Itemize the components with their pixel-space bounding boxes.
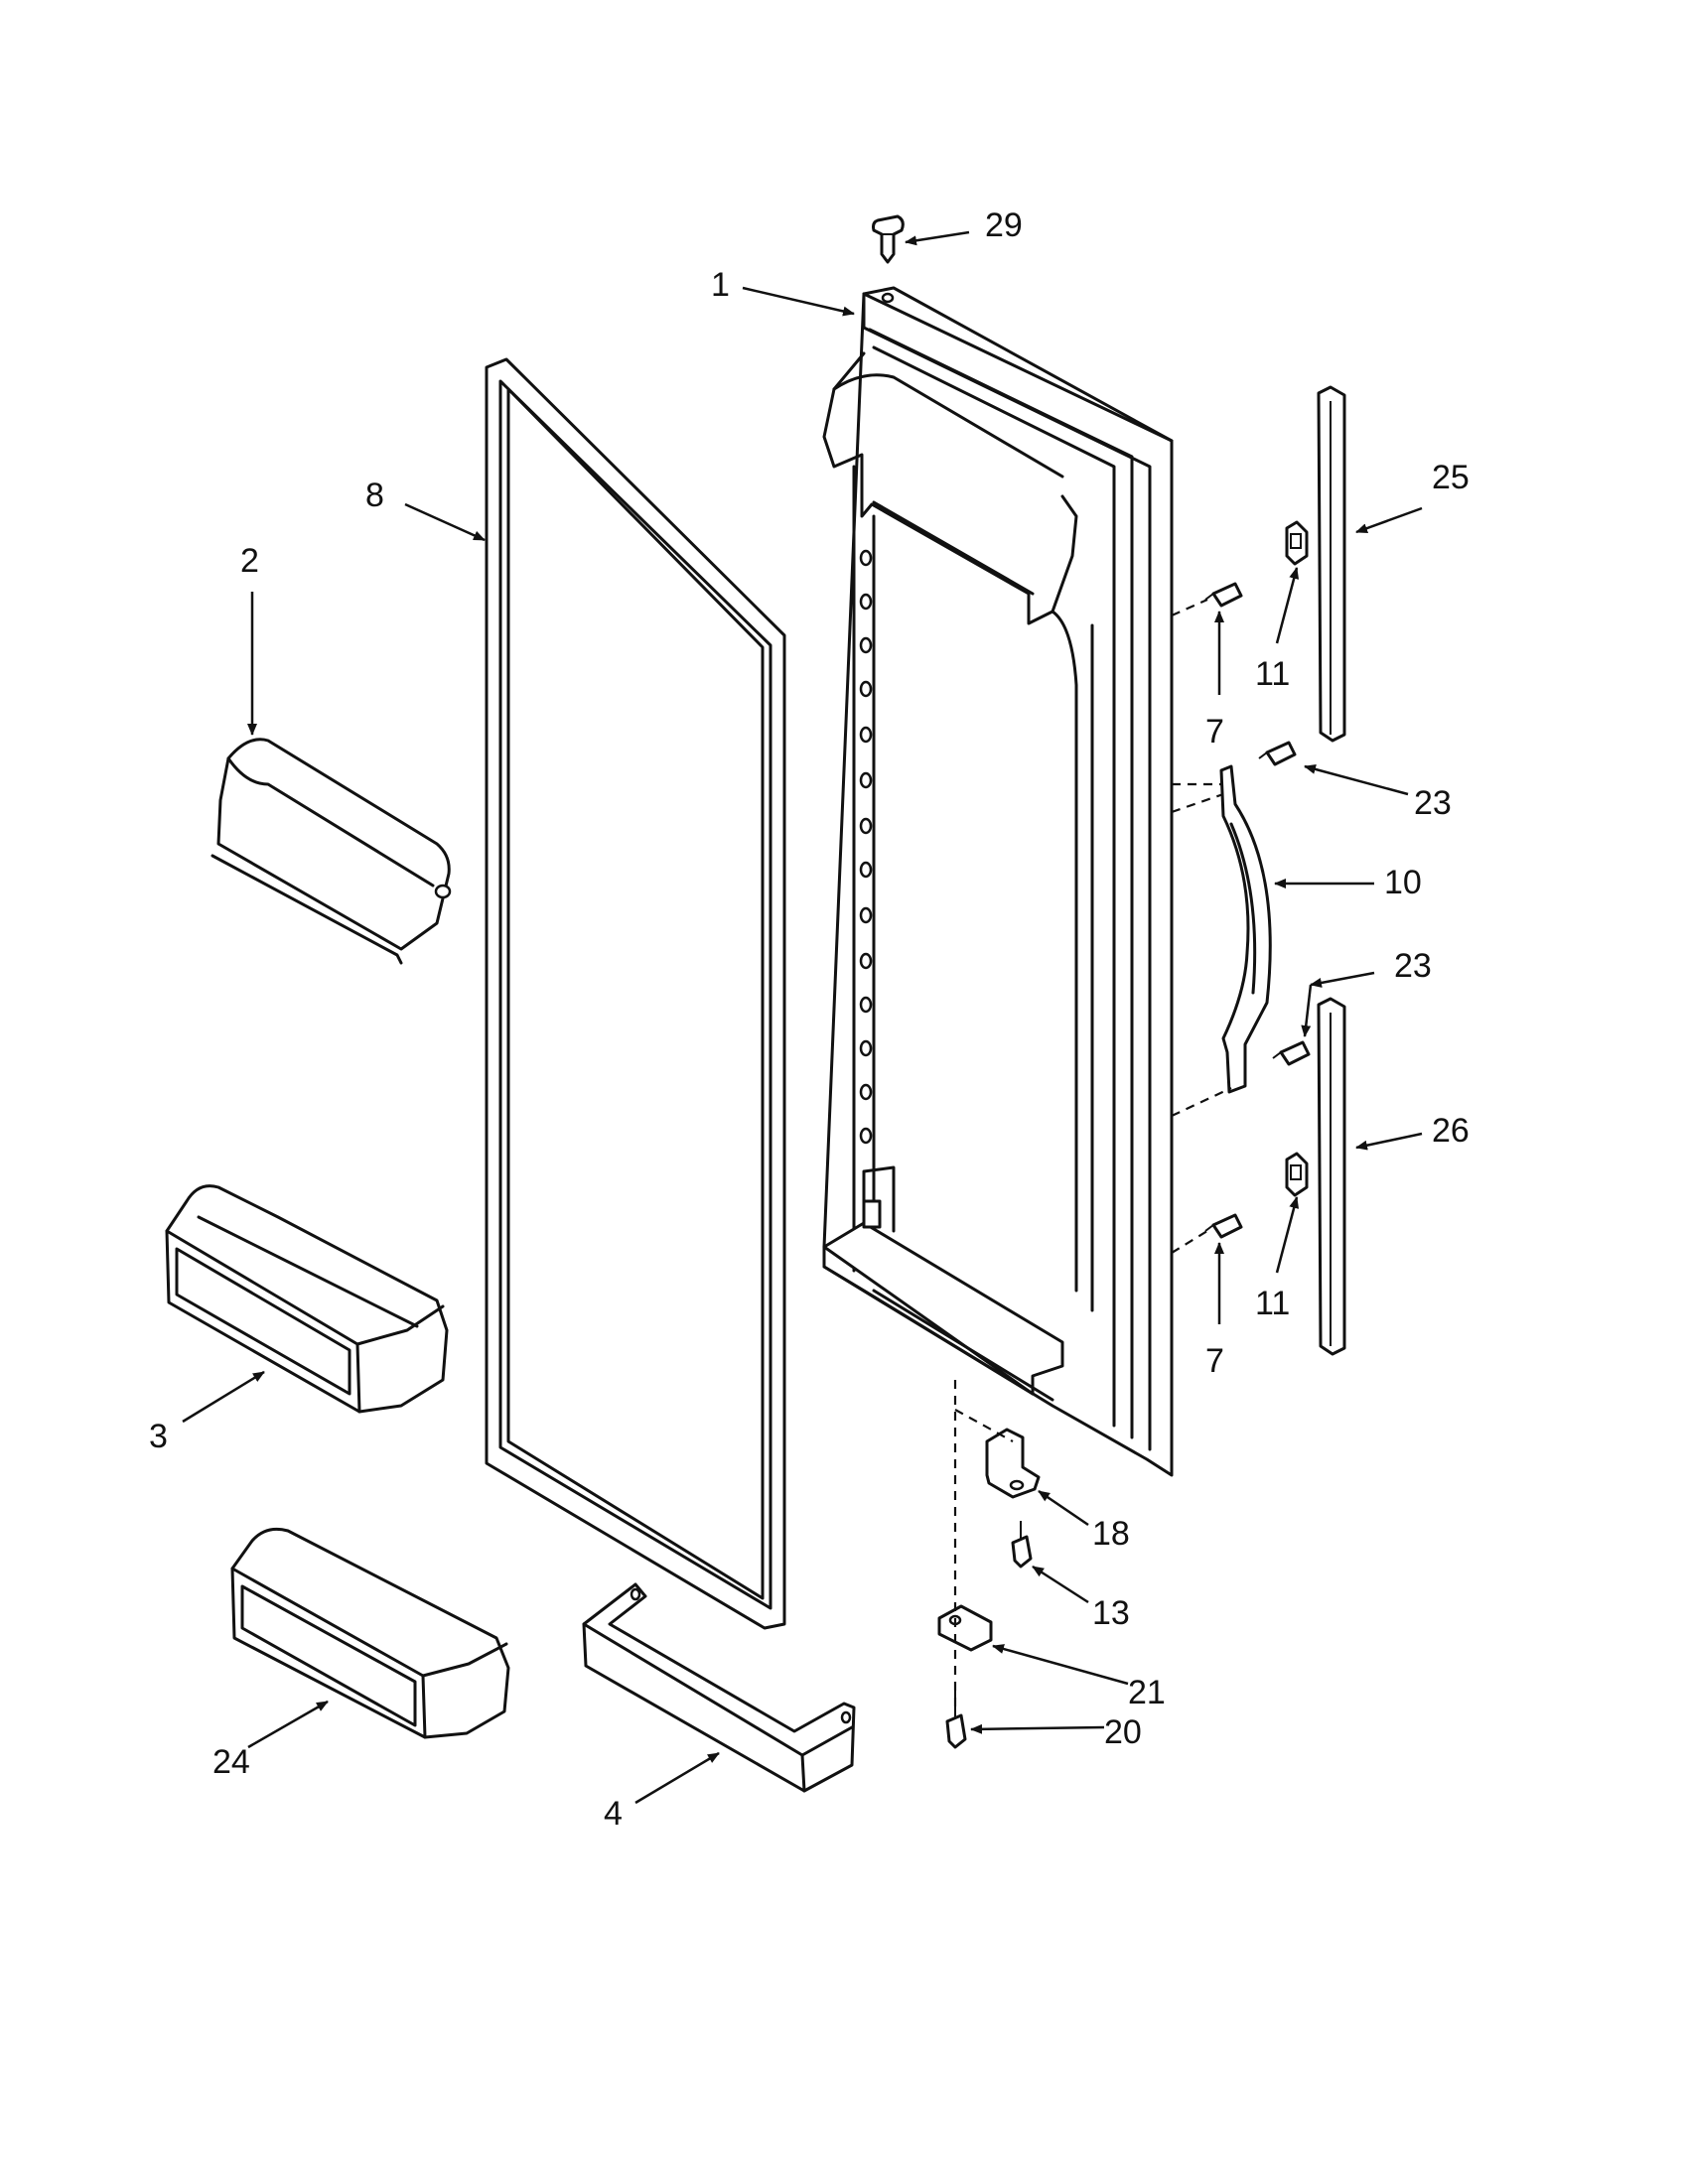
callout-labels: 29 1 8 2 25 11 7 23 10 23 26 11 7 3 18 1… xyxy=(149,206,1470,1833)
callout-24: 24 xyxy=(212,1743,250,1781)
callout-7-lower: 7 xyxy=(1205,1342,1224,1380)
part-25-trim-strip xyxy=(1317,385,1346,743)
part-26-trim-strip xyxy=(1317,997,1346,1356)
callout-23-upper: 23 xyxy=(1414,784,1452,822)
callout-26: 26 xyxy=(1432,1112,1470,1150)
part-18-hinge xyxy=(985,1428,1041,1499)
callout-2: 2 xyxy=(240,542,259,580)
part-20-screw xyxy=(945,1688,967,1749)
callout-3: 3 xyxy=(149,1418,168,1455)
part-21-hinge-plate xyxy=(937,1604,993,1652)
callout-18: 18 xyxy=(1092,1515,1130,1553)
part-29-plug xyxy=(872,214,905,264)
callout-21: 21 xyxy=(1128,1674,1166,1711)
part-23-screw-lower xyxy=(1272,1040,1311,1066)
callout-13: 13 xyxy=(1092,1594,1130,1632)
callout-8: 8 xyxy=(365,477,384,514)
part-8-gasket xyxy=(485,357,786,1630)
callout-11-lower: 11 xyxy=(1255,1285,1290,1322)
callout-11-upper: 11 xyxy=(1255,655,1290,693)
part-11-clip-upper xyxy=(1285,520,1309,566)
part-7-screw-lower xyxy=(1204,1213,1243,1239)
part-3-shelf-bin xyxy=(165,1184,449,1414)
callout-1: 1 xyxy=(711,266,730,304)
part-23-screw-upper xyxy=(1258,741,1297,766)
liner-holes xyxy=(859,549,873,1145)
callout-20: 20 xyxy=(1104,1713,1142,1751)
part-7-screw-upper xyxy=(1204,582,1243,608)
callout-23-lower: 23 xyxy=(1394,947,1432,985)
leader-lines xyxy=(182,230,1423,1805)
callout-25: 25 xyxy=(1432,459,1470,496)
callout-29: 29 xyxy=(985,206,1023,244)
part-1-door-liner xyxy=(822,286,1174,1477)
callout-10: 10 xyxy=(1384,864,1422,901)
callout-4: 4 xyxy=(604,1795,623,1833)
callout-7-upper: 7 xyxy=(1205,713,1224,751)
assembly-dash-lines xyxy=(953,598,1232,1707)
part-4-shelf-rail xyxy=(582,1582,856,1793)
part-2-dairy-door xyxy=(210,738,452,965)
part-13-screw xyxy=(1011,1521,1033,1569)
part-11-clip-lower xyxy=(1285,1152,1309,1197)
part-24-shelf-bin xyxy=(230,1527,510,1739)
part-10-door-handle xyxy=(1219,764,1272,1094)
